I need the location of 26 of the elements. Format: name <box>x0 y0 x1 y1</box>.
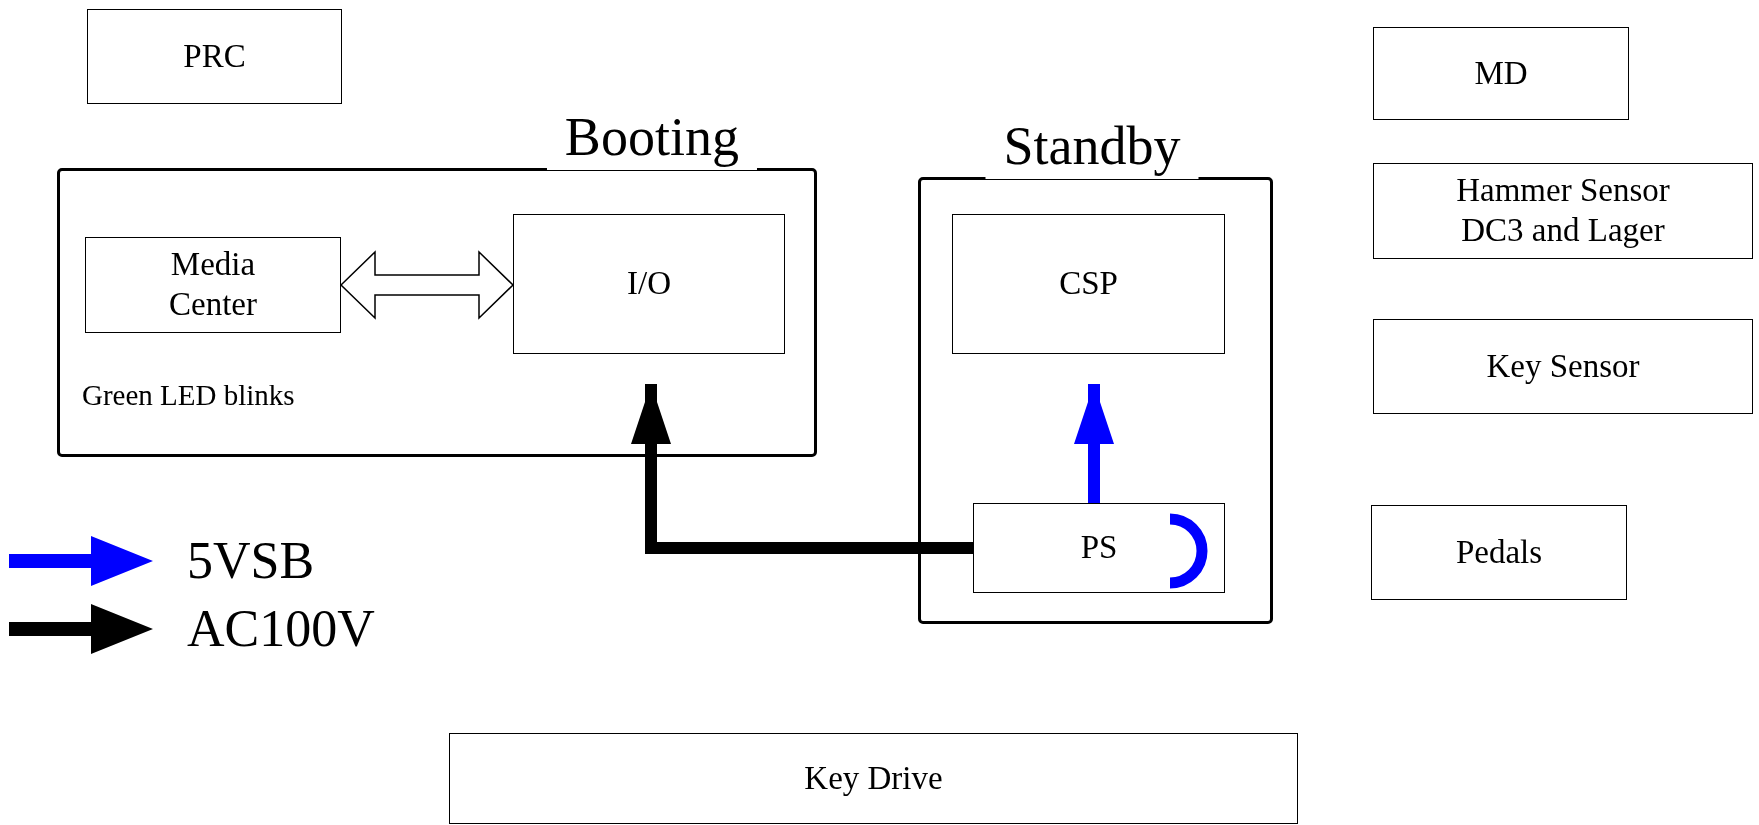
double-block-arrow <box>339 250 515 320</box>
box-label: PS <box>1080 528 1118 568</box>
process-box <box>973 503 1225 593</box>
process-box <box>1373 163 1753 259</box>
process-box <box>513 214 785 354</box>
box-label: Hammer Sensor DC3 and Lager <box>1455 171 1671 250</box>
process-box <box>85 237 341 333</box>
box-label: CSP <box>1059 264 1118 304</box>
process-box <box>952 214 1225 354</box>
box-label: Key Sensor <box>1486 346 1640 386</box>
box-label: I/O <box>627 264 671 304</box>
power-arrow <box>1074 384 1114 503</box>
box-label: Media Center <box>168 245 258 324</box>
box-label: PRC <box>183 36 246 76</box>
box-label: Key Drive <box>804 758 943 798</box>
process-box <box>1373 27 1629 120</box>
process-box <box>449 733 1298 824</box>
box-label: Pedals <box>1455 532 1543 572</box>
power-arrow <box>631 384 973 554</box>
status-note: Green LED blinks <box>82 379 295 412</box>
legend-label: 5VSB <box>187 535 315 587</box>
process-box <box>1371 505 1627 600</box>
process-box <box>87 9 342 104</box>
box-label: MD <box>1474 53 1528 93</box>
legend-label: AC100V <box>187 603 375 655</box>
process-box <box>1373 319 1753 414</box>
